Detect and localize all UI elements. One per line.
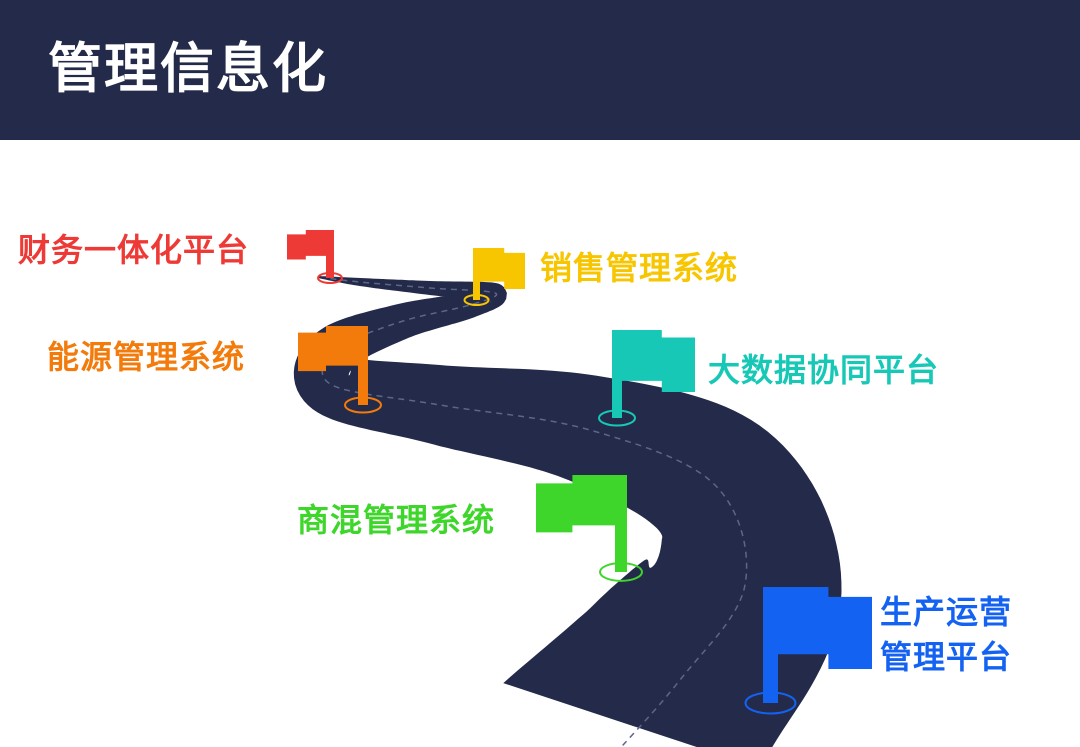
- flag-cloth: [612, 330, 695, 392]
- road: [293, 276, 842, 747]
- flag-cloth: [473, 248, 525, 289]
- milestone-label-production-1: 生产运营: [880, 593, 1013, 631]
- milestone-label-sales: 销售管理系统: [540, 249, 739, 287]
- flag-cloth: [287, 230, 334, 260]
- milestone-label-energy: 能源管理系统: [47, 338, 246, 376]
- milestone-label-finance: 财务一体化平台: [18, 231, 250, 269]
- flag-production: [744, 587, 872, 715]
- road-center-dashes: [321, 277, 748, 746]
- milestone-label-production-2: 管理平台: [880, 638, 1013, 676]
- flag-cloth: [536, 475, 627, 533]
- flag-finance: [287, 230, 343, 285]
- flag-cloth: [763, 587, 872, 669]
- milestone-label-concrete: 商混管理系统: [297, 501, 496, 539]
- flag-bigdata: [598, 330, 695, 427]
- page-title: 管理信息化: [48, 37, 328, 100]
- flag-concrete: [536, 475, 643, 582]
- flag-cloth: [298, 326, 368, 372]
- header-bar: 管理信息化: [0, 0, 1080, 140]
- flag-sales: [463, 248, 525, 307]
- flag-energy: [298, 326, 382, 414]
- milestone-label-bigdata: 大数据协同平台: [708, 351, 940, 389]
